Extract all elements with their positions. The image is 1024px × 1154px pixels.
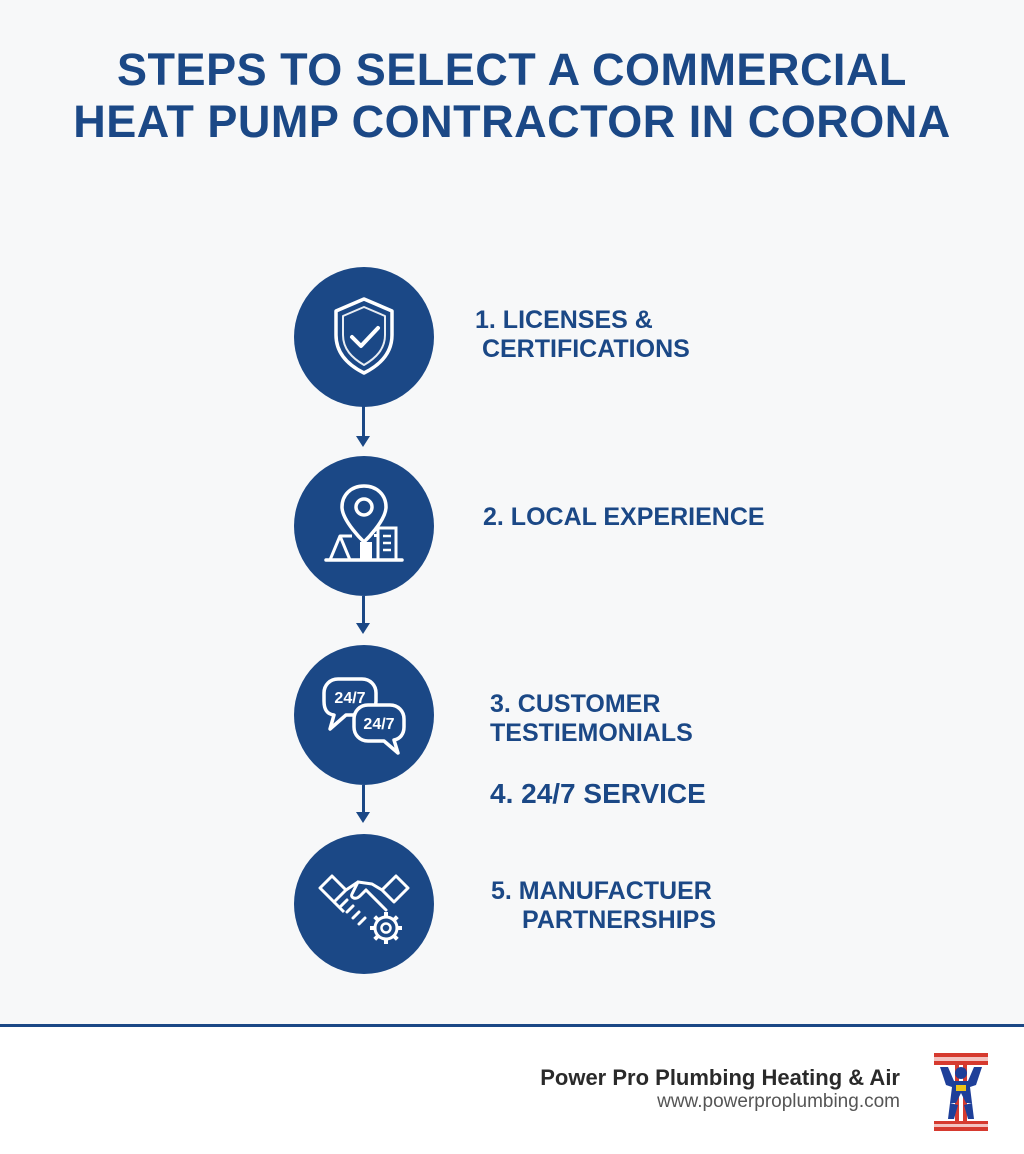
step-5-label: 5. MANUFACTUER PARTNERSHIPS [491, 877, 716, 935]
step-4-label: 4. 24/7 SERVICE [490, 778, 706, 810]
handshake-gear-icon [318, 874, 410, 944]
footer: Power Pro Plumbing Heating & Air www.pow… [0, 1027, 1024, 1154]
step-2-label-line-1: 2. LOCAL EXPERIENCE [483, 503, 765, 531]
step-3-label: 3. CUSTOMER TESTIEMONIALS [490, 690, 693, 748]
step-1-circle [294, 267, 434, 407]
bubble-1-text: 24/7 [334, 690, 365, 707]
strongman-logo-icon [930, 1051, 992, 1133]
company-website: www.powerproplumbing.com [657, 1091, 900, 1112]
location-pin-building-icon [324, 484, 404, 562]
step-1-label: 1. LICENSES & CERTIFICATIONS [475, 306, 690, 364]
step-3-circle: 24/7 24/7 [294, 645, 434, 785]
step-1-label-line-2: CERTIFICATIONS [475, 335, 690, 363]
step-5-label-line-1: 5. MANUFACTUER [491, 877, 712, 905]
footer-divider [0, 1024, 1024, 1027]
step-2-label: 2. LOCAL EXPERIENCE [483, 503, 765, 532]
company-name: Power Pro Plumbing Heating & Air [540, 1065, 900, 1090]
step-3-label-line-1: 3. CUSTOMER [490, 690, 661, 718]
step-5-circle [294, 834, 434, 974]
bubble-2-text: 24/7 [363, 716, 394, 733]
step-5-label-line-2: PARTNERSHIPS [522, 906, 717, 934]
step-3-label-line-2: TESTIEMONIALS [490, 719, 693, 747]
title-line-2: HEAT PUMP CONTRACTOR IN CORONA [73, 96, 951, 147]
step-2-circle [294, 456, 434, 596]
step-4-label-line-1: 4. 24/7 SERVICE [490, 778, 706, 809]
chat-bubbles-24-7-icon: 24/7 24/7 [322, 677, 406, 755]
company-info: Power Pro Plumbing Heating & Air www.pow… [540, 1065, 900, 1113]
step-1-label-line-1: 1. LICENSES & [475, 306, 653, 334]
title-line-1: STEPS TO SELECT A COMMERCIAL [117, 44, 907, 95]
page-title: STEPS TO SELECT A COMMERCIAL HEAT PUMP C… [0, 44, 1024, 148]
shield-check-icon [334, 297, 394, 375]
